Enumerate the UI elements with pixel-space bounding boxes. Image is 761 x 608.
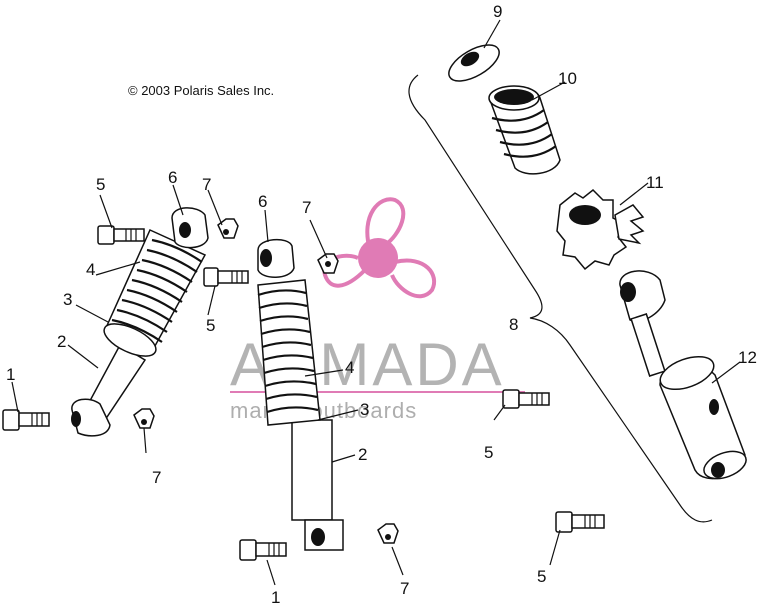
callout-2-mid: 2 xyxy=(358,445,367,464)
callout-10: 10 xyxy=(558,69,577,88)
right-bolt-mid xyxy=(502,389,550,409)
right-bolt-bottom xyxy=(555,511,605,533)
callout-1-bottom: 1 xyxy=(271,588,280,607)
bottom-bolt xyxy=(239,539,287,561)
middle-shock-body xyxy=(291,419,333,521)
middle-upper-bushing xyxy=(257,238,295,278)
callout-1-left: 1 xyxy=(6,365,15,384)
middle-upper-bushing-hole xyxy=(260,249,272,267)
assembly-8-bracket xyxy=(408,74,713,523)
callout-5-bottom: 5 xyxy=(537,567,546,586)
left-shock-assembly xyxy=(71,207,209,437)
callout-3-mid: 3 xyxy=(360,400,369,419)
bottom-nut xyxy=(377,523,399,544)
left-bolt-mid xyxy=(203,267,249,287)
right-shock xyxy=(619,270,747,480)
callout-7-mid: 7 xyxy=(302,198,311,217)
callout-6-left: 6 xyxy=(168,168,177,187)
callout-6-mid: 6 xyxy=(258,192,267,211)
middle-nut-top xyxy=(317,253,339,274)
callout-4-mid: 4 xyxy=(345,358,354,377)
callout-5-right: 5 xyxy=(484,443,493,462)
left-nut-bottom xyxy=(133,408,155,429)
left-upper-bushing-hole xyxy=(179,222,191,238)
watermark-propeller-logo xyxy=(322,197,437,299)
callout-4-left: 4 xyxy=(86,260,95,279)
middle-shock-assembly xyxy=(257,238,344,551)
left-nut-top xyxy=(217,218,239,239)
callout-7-bottom: 7 xyxy=(400,579,409,598)
callout-5-left-mid: 5 xyxy=(206,316,215,335)
middle-spring xyxy=(257,279,321,426)
callout-12: 12 xyxy=(738,348,757,367)
callout-9: 9 xyxy=(493,2,502,21)
leader-lines xyxy=(11,19,741,586)
left-spring-seat xyxy=(103,323,157,357)
callout-7-top: 7 xyxy=(202,175,211,194)
washer xyxy=(448,44,500,82)
spring-seat-clip xyxy=(556,188,645,271)
copyright-text: © 2003 Polaris Sales Inc. xyxy=(128,83,274,98)
callout-11: 11 xyxy=(646,173,664,192)
left-lower-eyelet xyxy=(71,398,111,437)
callout-3-left: 3 xyxy=(63,290,72,309)
left-lower-eyelet-hole xyxy=(71,411,81,427)
left-bolt-upper xyxy=(97,225,145,245)
callout-2-left: 2 xyxy=(57,332,66,351)
callout-7-left: 7 xyxy=(152,468,161,487)
left-bolt-lower xyxy=(2,409,50,431)
middle-lower-eyelet-hole xyxy=(311,528,325,546)
callout-5-left-upper: 5 xyxy=(96,175,105,194)
callout-8: 8 xyxy=(509,315,518,334)
dust-boot xyxy=(488,85,561,175)
